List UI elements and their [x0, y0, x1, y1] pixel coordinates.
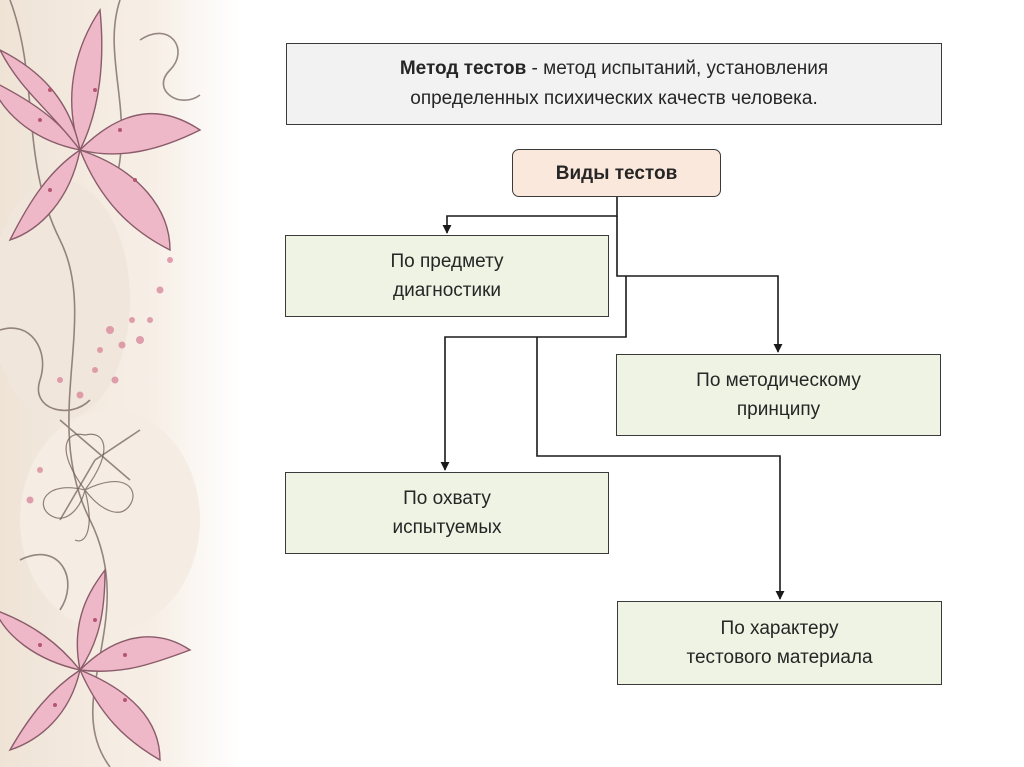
category-label-line-2: принципу [736, 399, 821, 420]
category-by-subject: По предмету диагностики [285, 235, 609, 317]
category-by-method: По методическому принципу [616, 354, 941, 436]
method-definition-box: Метод тестов - метод испытаний, установл… [286, 43, 942, 125]
category-label-line-2: испытуемых [392, 517, 502, 538]
category-by-material: По характеру тестового материала [617, 601, 942, 685]
category-label-line-2: тестового материала [686, 647, 873, 668]
test-types-root-node: Виды тестов [512, 149, 721, 197]
definition-term: Метод тестов [399, 58, 527, 79]
connector-to-subject [442, 197, 618, 234]
definition-text: - метод испытаний, установления [526, 58, 829, 79]
category-label-line-1: По предмету [390, 251, 504, 272]
root-node-label: Виды тестов [555, 162, 678, 184]
category-label-line-1: По охвату [403, 488, 491, 509]
connector-to-method [616, 216, 783, 353]
floral-border-decoration [0, 0, 240, 767]
definition-line-1: Метод тестов - метод испытаний, установл… [400, 54, 828, 84]
definition-line-2: определенных психических качеств человек… [410, 88, 818, 109]
category-by-coverage: По охвату испытуемых [285, 472, 609, 554]
category-label-line-1: По методическому [696, 370, 861, 391]
category-label-line-1: По характеру [720, 618, 839, 639]
category-label-line-2: диагностики [393, 280, 501, 301]
